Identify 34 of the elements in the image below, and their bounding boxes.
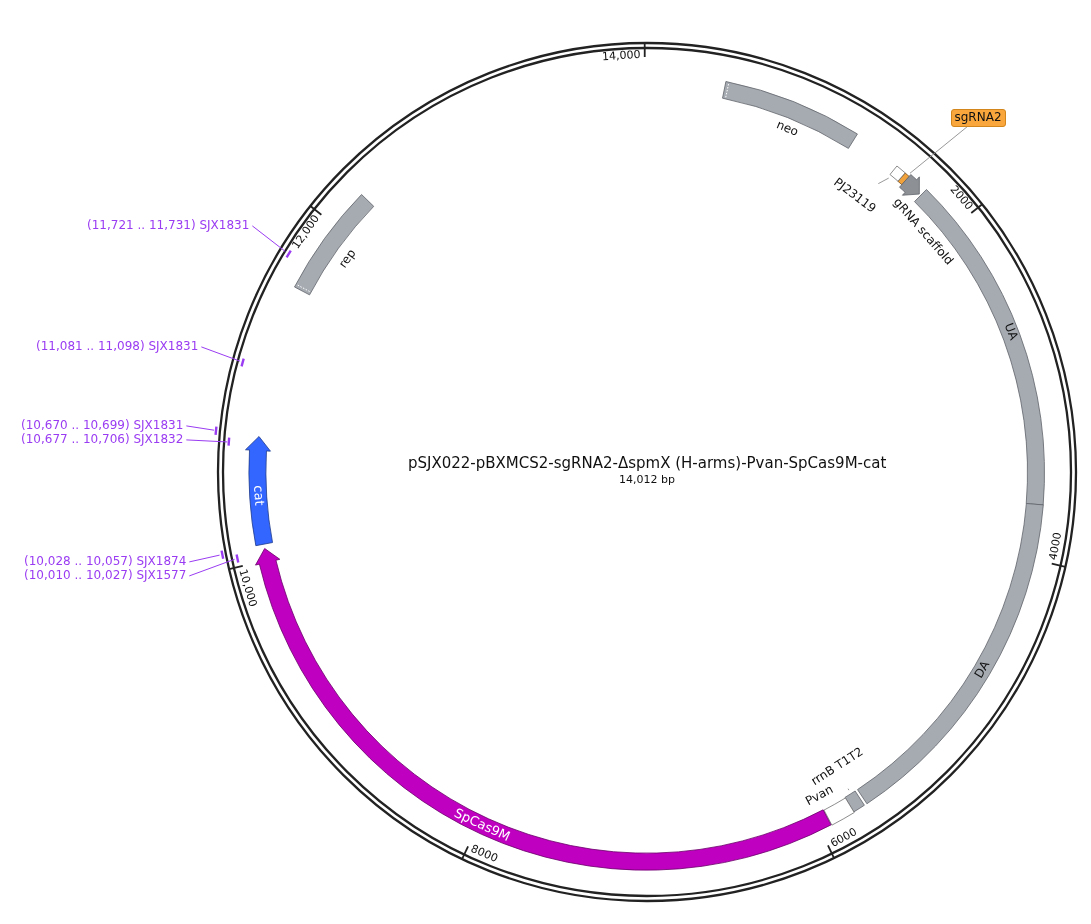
leader-line xyxy=(185,425,215,431)
leader-line xyxy=(877,177,890,185)
feature-segment xyxy=(888,164,906,183)
primer-mark-icon xyxy=(285,249,293,260)
tick-label: 4000 xyxy=(1047,531,1065,562)
sequence-length-label: 14,012 bp xyxy=(619,473,675,487)
primer-mark-icon xyxy=(227,436,231,448)
primer-mark-icon xyxy=(219,548,225,561)
primer-label: (10,010 .. 10,027) SJX1577 xyxy=(24,569,190,583)
tick-label: 10,000 xyxy=(236,568,259,609)
primer-label: (11,721 .. 11,731) SJX1831 xyxy=(87,219,253,233)
primer-mark-icon xyxy=(240,356,246,368)
tick-label: 14,000 xyxy=(601,49,641,65)
feature-label: neo xyxy=(774,117,801,139)
feature-segment xyxy=(843,790,866,814)
primer-label: (10,028 .. 10,057) SJX1874 xyxy=(24,555,190,569)
leader-line xyxy=(909,126,968,174)
tick-label: 8000 xyxy=(468,843,500,866)
feature-label: cat xyxy=(250,484,267,506)
primer-label: (10,677 .. 10,706) SJX1832 xyxy=(21,433,187,447)
leader-line xyxy=(251,225,286,252)
leader-line xyxy=(188,558,236,577)
primer-label: (11,081 .. 11,098) SJX1831 xyxy=(36,340,202,354)
primer-mark-icon xyxy=(234,552,240,564)
feature-label: UA xyxy=(1001,321,1021,343)
primer-mark-icon xyxy=(214,424,218,437)
feature-tag: sgRNA2 xyxy=(950,109,1006,127)
feature-label: DA xyxy=(972,658,994,681)
feature-label: rep xyxy=(336,246,360,271)
primer-label: (10,670 .. 10,699) SJX1831 xyxy=(21,419,187,433)
tick-label: 6000 xyxy=(829,825,860,851)
map-title: pSJX022-pBXMCS2-sgRNA2-ΔspmX (H-arms)-Pvan-SpCas9M-cat xyxy=(408,454,887,472)
leader-line xyxy=(185,439,228,443)
leader-line xyxy=(188,554,221,563)
